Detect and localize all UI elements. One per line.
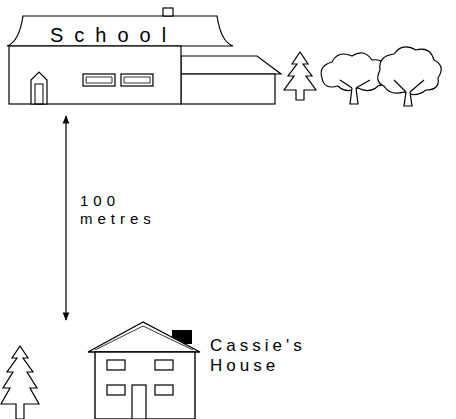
house-building: Cassie's House <box>45 322 325 419</box>
distance-label: 100 metres <box>80 192 158 228</box>
school-building: School <box>5 8 283 106</box>
school-building-outline <box>5 8 283 106</box>
node-label: Cassie's House <box>210 336 322 375</box>
distance-arrow <box>65 116 66 320</box>
node-label: School <box>50 24 240 47</box>
